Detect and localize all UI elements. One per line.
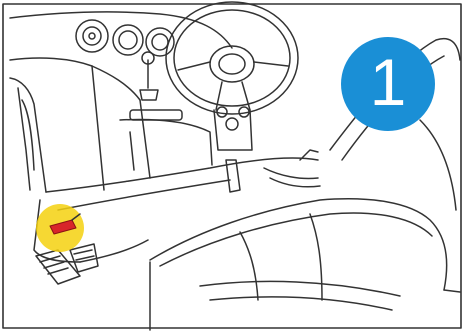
obd-port-highlight xyxy=(36,204,84,252)
dashboard xyxy=(10,12,318,210)
dashboard-gauges xyxy=(76,20,174,100)
steering-wheel xyxy=(166,2,298,150)
gauge-icon xyxy=(113,25,143,55)
pedals xyxy=(226,150,320,192)
step-number-badge: 1 xyxy=(341,37,435,131)
air-vent-icon xyxy=(76,20,108,52)
step-number: 1 xyxy=(370,49,407,115)
